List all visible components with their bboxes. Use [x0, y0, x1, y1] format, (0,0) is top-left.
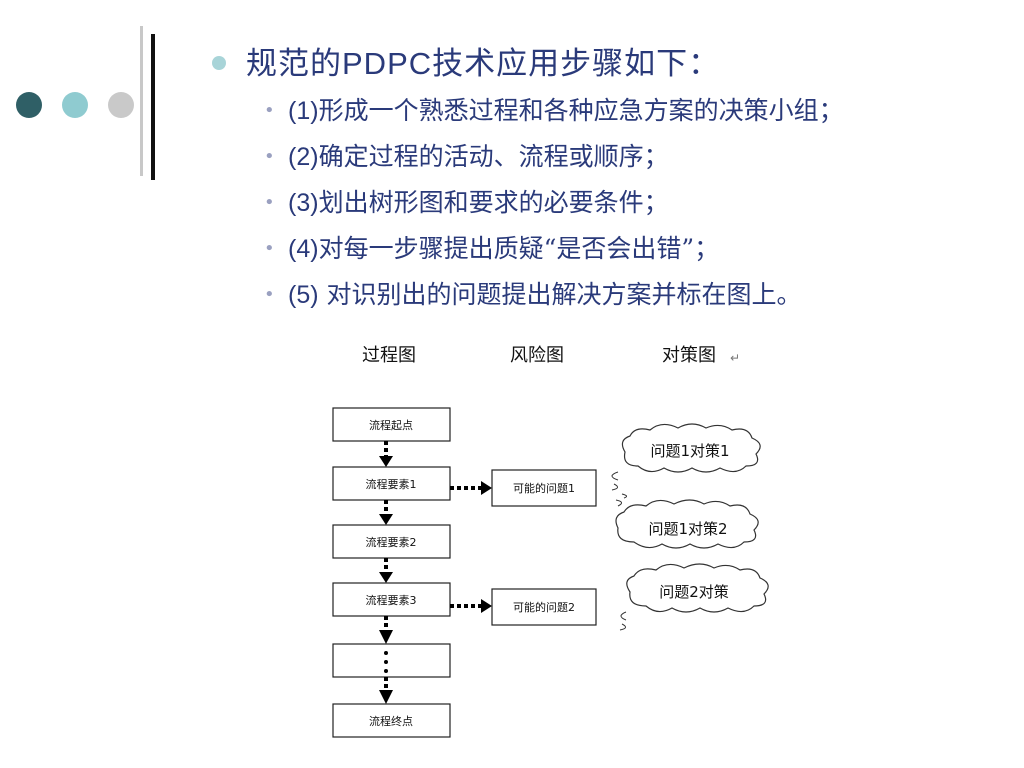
- step-text: 确定过程的活动、流程或顺序；: [318, 142, 669, 171]
- process-box: [332, 407, 451, 442]
- process-box: [332, 524, 451, 559]
- risk-connectors: [450, 481, 492, 613]
- arrow-down-icon: [379, 690, 393, 704]
- heading-bullet: [212, 56, 226, 70]
- process-connectors: [379, 441, 393, 704]
- bullet-icon: •: [264, 238, 275, 259]
- header-risk: 风险图: [510, 345, 564, 366]
- risk-box: [491, 588, 597, 626]
- bullet-icon: •: [264, 284, 275, 305]
- risk-column: 可能的问题1 可能的问题2: [491, 469, 597, 626]
- step-item: • (3)划出树形图和要求的必要条件；: [262, 186, 952, 220]
- arrow-down-icon: [379, 572, 393, 583]
- cloud-callout: [615, 499, 759, 549]
- process-label: 流程要素2: [366, 535, 417, 549]
- arrow-right-icon: [481, 481, 492, 495]
- slide-heading: 规范的PDPC技术应用步骤如下：: [246, 38, 720, 83]
- return-mark: ↵: [730, 351, 740, 365]
- process-column: 流程起点 流程要素1 流程要素2 流程要素3 流程终点: [332, 407, 451, 738]
- divider-dark: [151, 34, 155, 180]
- step-item: • (4)对每一步骤提出质疑“是否会出错”；: [262, 232, 952, 266]
- cloud-tail-icon: [619, 611, 627, 631]
- heading-latin: PDPC: [342, 46, 433, 81]
- dot-mid: [62, 92, 88, 118]
- step-number: (5): [288, 281, 319, 309]
- process-label: 流程要素3: [366, 593, 417, 607]
- step-item: • (5) 对识别出的问题提出解决方案并标在图上。: [262, 278, 952, 312]
- step-number: (4): [288, 235, 319, 263]
- arrow-down-icon: [379, 456, 393, 467]
- countermeasure-label: 问题1对策1: [650, 442, 729, 460]
- risk-label: 可能的问题1: [513, 481, 575, 495]
- process-box: [332, 582, 451, 617]
- cloud-callout: [626, 563, 769, 613]
- process-box-blank: [332, 643, 451, 678]
- step-text: 划出树形图和要求的必要条件；: [318, 188, 669, 217]
- process-label: 流程起点: [369, 418, 413, 432]
- divider-light: [140, 26, 143, 176]
- heading-prefix: 规范的: [246, 46, 342, 82]
- ellipsis-dot: [384, 660, 388, 664]
- risk-box: [491, 469, 597, 507]
- risk-label: 可能的问题2: [513, 600, 575, 614]
- heading-suffix: 技术应用步骤如下：: [432, 46, 721, 82]
- process-label: 流程要素1: [366, 477, 417, 491]
- step-text: 形成一个熟悉过程和各种应急方案的决策小组；: [318, 96, 844, 125]
- decorative-dots: [16, 92, 136, 122]
- header-process: 过程图: [362, 345, 416, 366]
- process-box: [332, 703, 451, 738]
- arrow-down-icon: [379, 630, 393, 644]
- countermeasure-column: 问题1对策1 问题1对策2 问题2对策: [611, 423, 769, 631]
- step-text: 对识别出的问题提出解决方案并标在图上。: [318, 280, 802, 309]
- step-list: • (1)形成一个熟悉过程和各种应急方案的决策小组； • (2)确定过程的活动、流程…: [262, 94, 952, 324]
- step-text: 对每一步骤提出质疑“是否会出错”；: [318, 234, 720, 263]
- ellipsis-dot: [384, 669, 388, 673]
- step-item: • (2)确定过程的活动、流程或顺序；: [262, 140, 952, 174]
- bullet-icon: •: [264, 100, 275, 121]
- bullet-icon: •: [264, 146, 275, 167]
- cloud-tail-icon: [615, 493, 628, 507]
- countermeasure-label: 问题1对策2: [648, 520, 727, 538]
- step-number: (1): [288, 97, 319, 125]
- process-box: [332, 466, 451, 501]
- ellipsis-dot: [384, 651, 388, 655]
- dot-light: [108, 92, 134, 118]
- arrow-right-icon: [481, 599, 492, 613]
- step-number: (2): [288, 143, 319, 171]
- cloud-tail-icon: [611, 471, 619, 491]
- bullet-icon: •: [264, 192, 275, 213]
- cloud-callout: [621, 423, 761, 473]
- dot-dark: [16, 92, 42, 118]
- step-item: • (1)形成一个熟悉过程和各种应急方案的决策小组；: [262, 94, 952, 128]
- countermeasure-label: 问题2对策: [659, 583, 729, 601]
- arrow-down-icon: [379, 514, 393, 525]
- pdpc-diagram: 过程图 风险图 对策图 ↵ 流程起点 流程要素1 流程要素2 流程要素3 流程终…: [332, 345, 769, 738]
- process-label: 流程终点: [369, 714, 413, 728]
- step-number: (3): [288, 189, 319, 217]
- header-countermeasure: 对策图: [662, 345, 716, 366]
